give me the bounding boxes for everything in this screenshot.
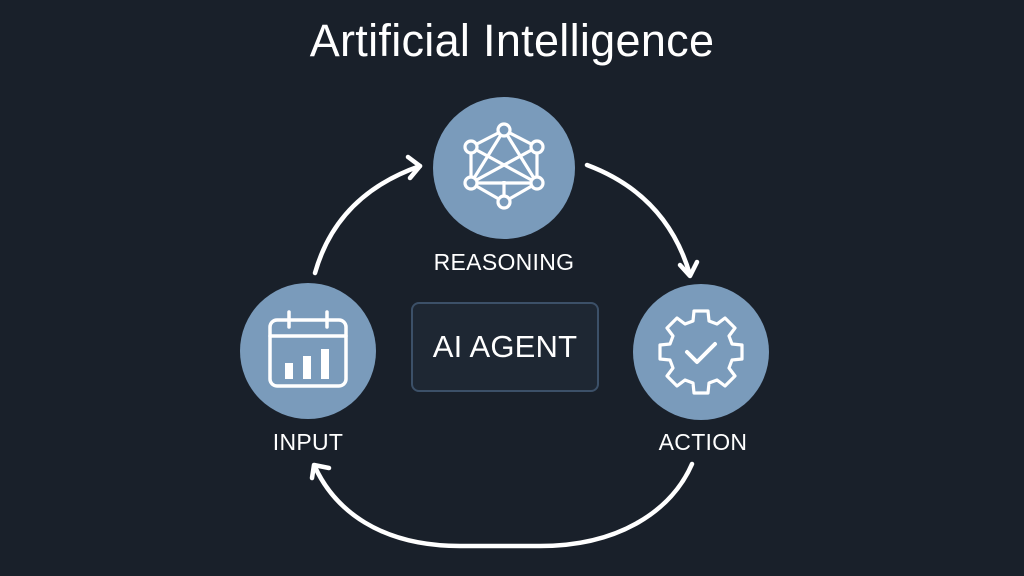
- action-label: ACTION: [658, 429, 748, 455]
- ai-agent-label: AI AGENT: [432, 329, 578, 364]
- action-node: [633, 284, 769, 420]
- reasoning-node: [433, 97, 575, 239]
- input-label: INPUT: [272, 429, 344, 455]
- ai-agent-box: AI AGENT: [411, 302, 599, 392]
- diagram-title: Artificial Intelligence: [309, 15, 715, 66]
- input-node: [240, 283, 376, 419]
- neural-network-icon: [463, 122, 545, 210]
- arrow-action-to-input: [312, 461, 695, 549]
- arrow-input-to-reasoning-head: [405, 154, 423, 181]
- arrow-action-to-input-head: [309, 462, 332, 481]
- calendar-chart-icon: [268, 310, 348, 388]
- gear-check-icon: [658, 309, 744, 395]
- reasoning-label: REASONING: [433, 249, 575, 275]
- arrow-reasoning-to-action-head: [677, 259, 700, 279]
